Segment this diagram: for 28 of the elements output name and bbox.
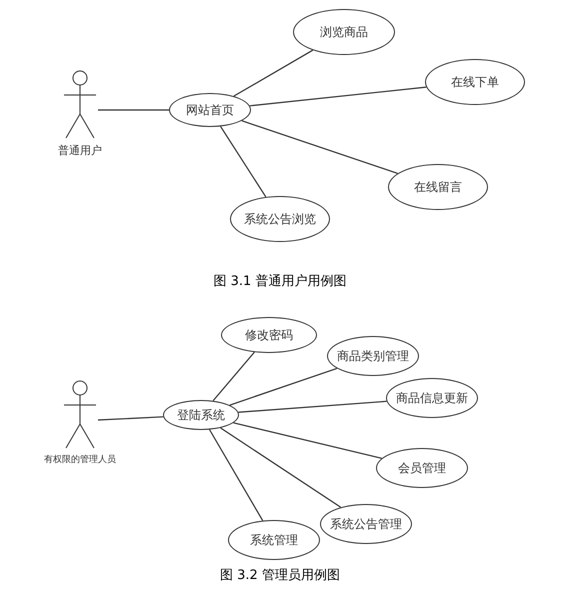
association-line xyxy=(220,126,266,198)
association-line xyxy=(98,109,169,111)
use-case-ellipse: 登陆系统 xyxy=(163,400,239,430)
association-line xyxy=(238,400,387,413)
figure-caption: 图 3.1 普通用户用例图 xyxy=(214,272,346,290)
association-line xyxy=(233,50,314,97)
use-case-ellipse: 网站首页 xyxy=(169,93,251,127)
actor-name: 普通用户 xyxy=(58,143,102,158)
association-line xyxy=(242,120,398,174)
use-case-ellipse: 会员管理 xyxy=(376,448,468,488)
use-case-ellipse: 系统管理 xyxy=(228,520,320,560)
association-line xyxy=(220,427,342,508)
use-case-ellipse: 商品类别管理 xyxy=(327,336,419,376)
use-case-ellipse: 商品信息更新 xyxy=(386,378,478,418)
association-line xyxy=(212,352,255,402)
association-line xyxy=(250,86,426,106)
association-line xyxy=(209,429,264,521)
use-case-ellipse: 系统公告管理 xyxy=(320,504,412,544)
association-line xyxy=(229,368,338,406)
use-case-ellipse: 修改密码 xyxy=(221,317,317,353)
association-line xyxy=(233,422,382,459)
use-case-ellipse: 在线下单 xyxy=(425,59,525,105)
use-case-ellipse: 浏览商品 xyxy=(293,9,395,55)
use-case-ellipse: 在线留言 xyxy=(388,164,488,210)
association-line xyxy=(98,416,164,421)
actor-name: 有权限的管理人员 xyxy=(44,454,116,466)
figure-caption: 图 3.2 管理员用例图 xyxy=(220,567,340,584)
use-case-ellipse: 系统公告浏览 xyxy=(230,196,330,242)
